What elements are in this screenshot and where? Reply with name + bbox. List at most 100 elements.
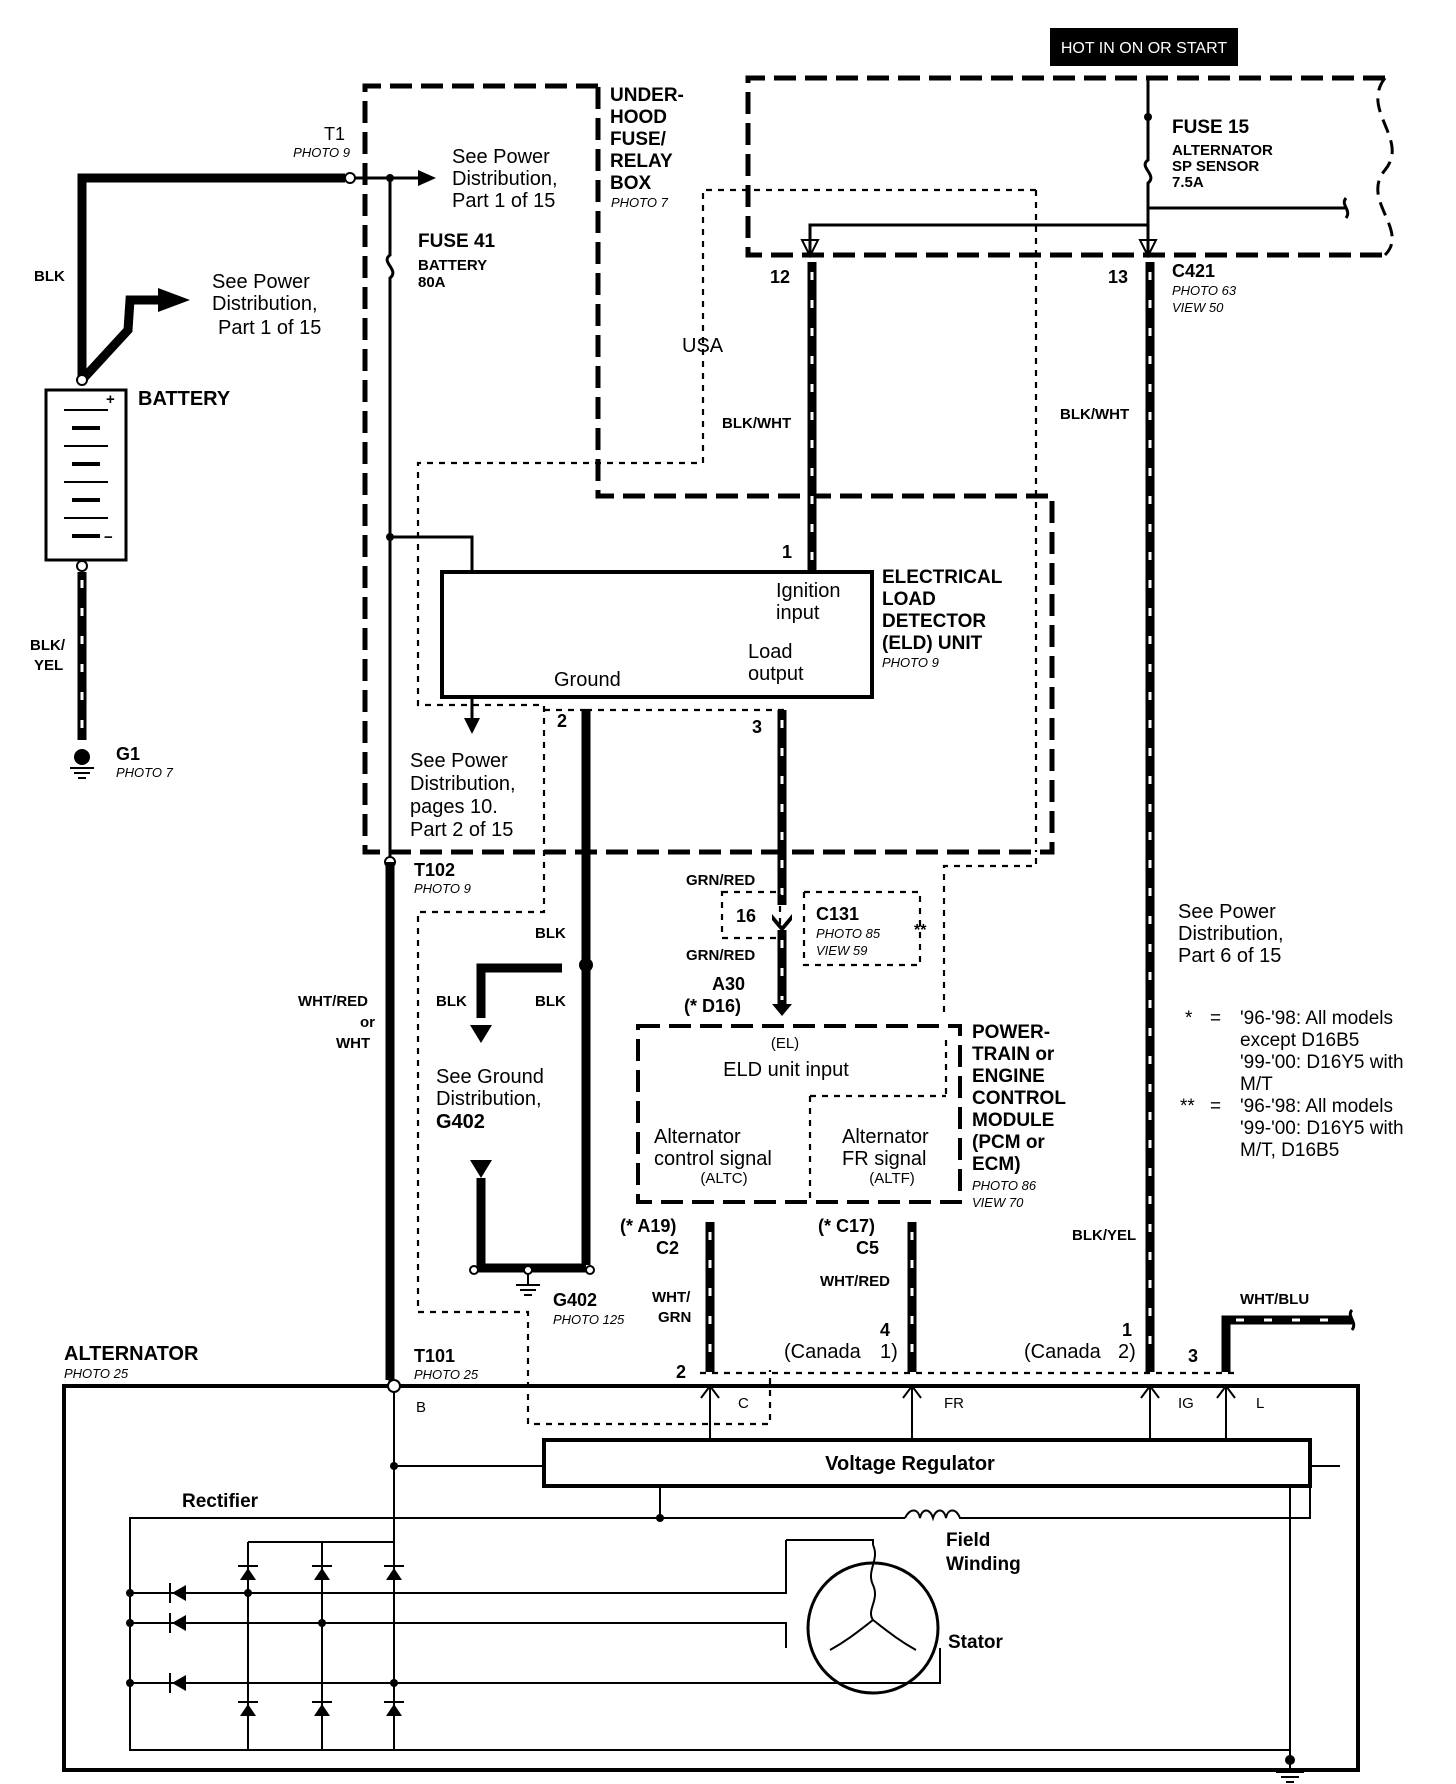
fuse-box-wavy-edge: [1376, 77, 1394, 257]
fuse-box-line1: UNDER-: [610, 85, 684, 106]
note1-line2: except D16B5: [1240, 1030, 1359, 1051]
fuse-box-photo: PHOTO 7: [611, 195, 669, 210]
g1-ground-symbol: [70, 749, 94, 779]
t101-photo: PHOTO 25: [414, 1367, 479, 1382]
fuse41-wire: [385, 178, 395, 1385]
rectifier-label: Rectifier: [182, 1491, 259, 1512]
regulator-ground-wire: [1289, 1465, 1340, 1760]
note2-eq: =: [1210, 1096, 1221, 1117]
t1-photo: PHOTO 9: [293, 145, 350, 160]
wire-label-blk-battery: BLK: [34, 268, 65, 285]
c131-view: VIEW 59: [816, 943, 867, 958]
fuse-box-boundary: [362, 83, 1055, 855]
c17-line1: (* C17): [818, 1216, 875, 1236]
eld-feed-arrow: [464, 718, 480, 734]
wire-label-wht-red-or-1: WHT/RED: [298, 993, 368, 1010]
canada1-text: (Canada: [784, 1341, 862, 1363]
battery-branch-wire: [78, 295, 160, 384]
battery-symbol: [44, 374, 128, 572]
g402-ground-symbol: [516, 1274, 540, 1296]
see-power-right-line2: Distribution,: [1178, 923, 1284, 945]
see-ground-line2: Distribution,: [436, 1088, 542, 1110]
see-power-left-line3: Part 1 of 15: [218, 317, 321, 339]
wire-label-wht-red-or-3: WHT: [336, 1035, 370, 1052]
field-winding-line1: Field: [946, 1530, 990, 1551]
t101-label: T101: [414, 1346, 455, 1366]
canada1-pin: 1): [880, 1341, 898, 1363]
eld-ground-label: Ground: [554, 669, 621, 691]
fuse-box-line3: FUSE/: [610, 129, 667, 150]
rectifier-nodes: [126, 1462, 398, 1687]
eld-ignition-arrow: [800, 239, 820, 259]
pcm-title-line4: CONTROL: [972, 1088, 1066, 1109]
see-ground-line1: See Ground: [436, 1066, 544, 1088]
pcm-title-line7: ECM): [972, 1154, 1021, 1175]
battery-branch-arrow: [158, 288, 190, 312]
pcm-altc-line1: Alternator: [654, 1126, 741, 1148]
term-ig: IG: [1178, 1395, 1194, 1412]
c131-label: C131: [816, 904, 859, 924]
term-c: C: [738, 1395, 749, 1412]
c131-connector-symbol: [772, 914, 792, 932]
pin-16: 16: [736, 906, 756, 926]
see-power-right-line3: Part 6 of 15: [1178, 945, 1281, 967]
rectifier-frame: [129, 1486, 1290, 1751]
fuse-box-line2: HOOD: [610, 107, 667, 128]
c131-photo: PHOTO 85: [816, 926, 881, 941]
term-b: B: [416, 1399, 426, 1416]
alternator-label: ALTERNATOR: [64, 1343, 199, 1365]
g402-label: G402: [553, 1290, 597, 1310]
pcm-el: (EL): [771, 1035, 799, 1052]
g1-label: G1: [116, 744, 140, 764]
term-l: L: [1256, 1395, 1264, 1412]
pin-13: 13: [1108, 267, 1128, 287]
fuse15-line3: SP SENSOR: [1172, 158, 1259, 175]
wire-label-blk-a: BLK: [535, 925, 566, 942]
wire-label-wht-red-or-2: or: [360, 1014, 375, 1031]
eld-ignition-wire: [808, 223, 1148, 255]
pcm-photo: PHOTO 86: [972, 1178, 1037, 1193]
alt-pin-2: 2: [676, 1362, 686, 1382]
wire-label-wht-blu: WHT/BLU: [1240, 1291, 1309, 1308]
pin-12: 12: [770, 267, 790, 287]
wht-blu-end: [1348, 1308, 1356, 1331]
a30-line1: A30: [712, 974, 745, 994]
eld-title-line4: (ELD) UNIT: [882, 633, 983, 654]
canada2-text: (Canada: [1024, 1341, 1102, 1363]
c131-stars: **: [914, 922, 927, 939]
c421-view: VIEW 50: [1172, 300, 1224, 315]
t1-label: T1: [324, 124, 345, 144]
g402-branch-wire: [476, 963, 562, 1018]
wire-label-blk-c: BLK: [436, 993, 467, 1010]
voltage-regulator-box: [542, 1438, 1312, 1488]
field-winding-line2: Winding: [946, 1554, 1021, 1575]
c131-connector-box: [720, 890, 922, 967]
pcm-altc-line2: control signal: [654, 1148, 772, 1170]
wire-label-wht-red: WHT/RED: [820, 1273, 890, 1290]
battery-cable: [77, 173, 345, 380]
alt-pin-1: 1: [1122, 1320, 1132, 1340]
wire-label-blk-yel-1: BLK/: [30, 637, 66, 654]
pcm-title-line2: TRAIN or: [972, 1044, 1055, 1065]
battery-plus: +: [106, 391, 115, 408]
term-fr: FR: [944, 1395, 964, 1412]
wire-label-blk-b: BLK: [535, 993, 566, 1010]
wht-blu-wire: [1221, 1315, 1352, 1372]
fuse15-arrow: [1138, 239, 1158, 259]
rectifier-cross-wires: [130, 1540, 941, 1684]
t102-photo: PHOTO 9: [414, 881, 471, 896]
usa-label: USA: [682, 335, 724, 357]
t102-label: T102: [414, 860, 455, 880]
pcm-altf-line3: (ALTF): [869, 1170, 915, 1187]
pcm-title-line3: ENGINE: [972, 1066, 1045, 1087]
see-power-top-line1: See Power: [452, 146, 550, 168]
fuse-box-right-boundary: [745, 75, 1385, 258]
c421-photo: PHOTO 63: [1172, 283, 1237, 298]
note1-line1: '96-'98: All models: [1240, 1008, 1393, 1029]
wire-label-blk-yel-2: YEL: [34, 657, 63, 674]
rectifier-diodes: [169, 1565, 404, 1716]
a30-line2: (* D16): [684, 996, 741, 1016]
see-power-mid-line4: Part 2 of 15: [410, 819, 513, 841]
rectifier-rails: [247, 1541, 395, 1750]
g402-return-wire: [476, 1178, 586, 1273]
